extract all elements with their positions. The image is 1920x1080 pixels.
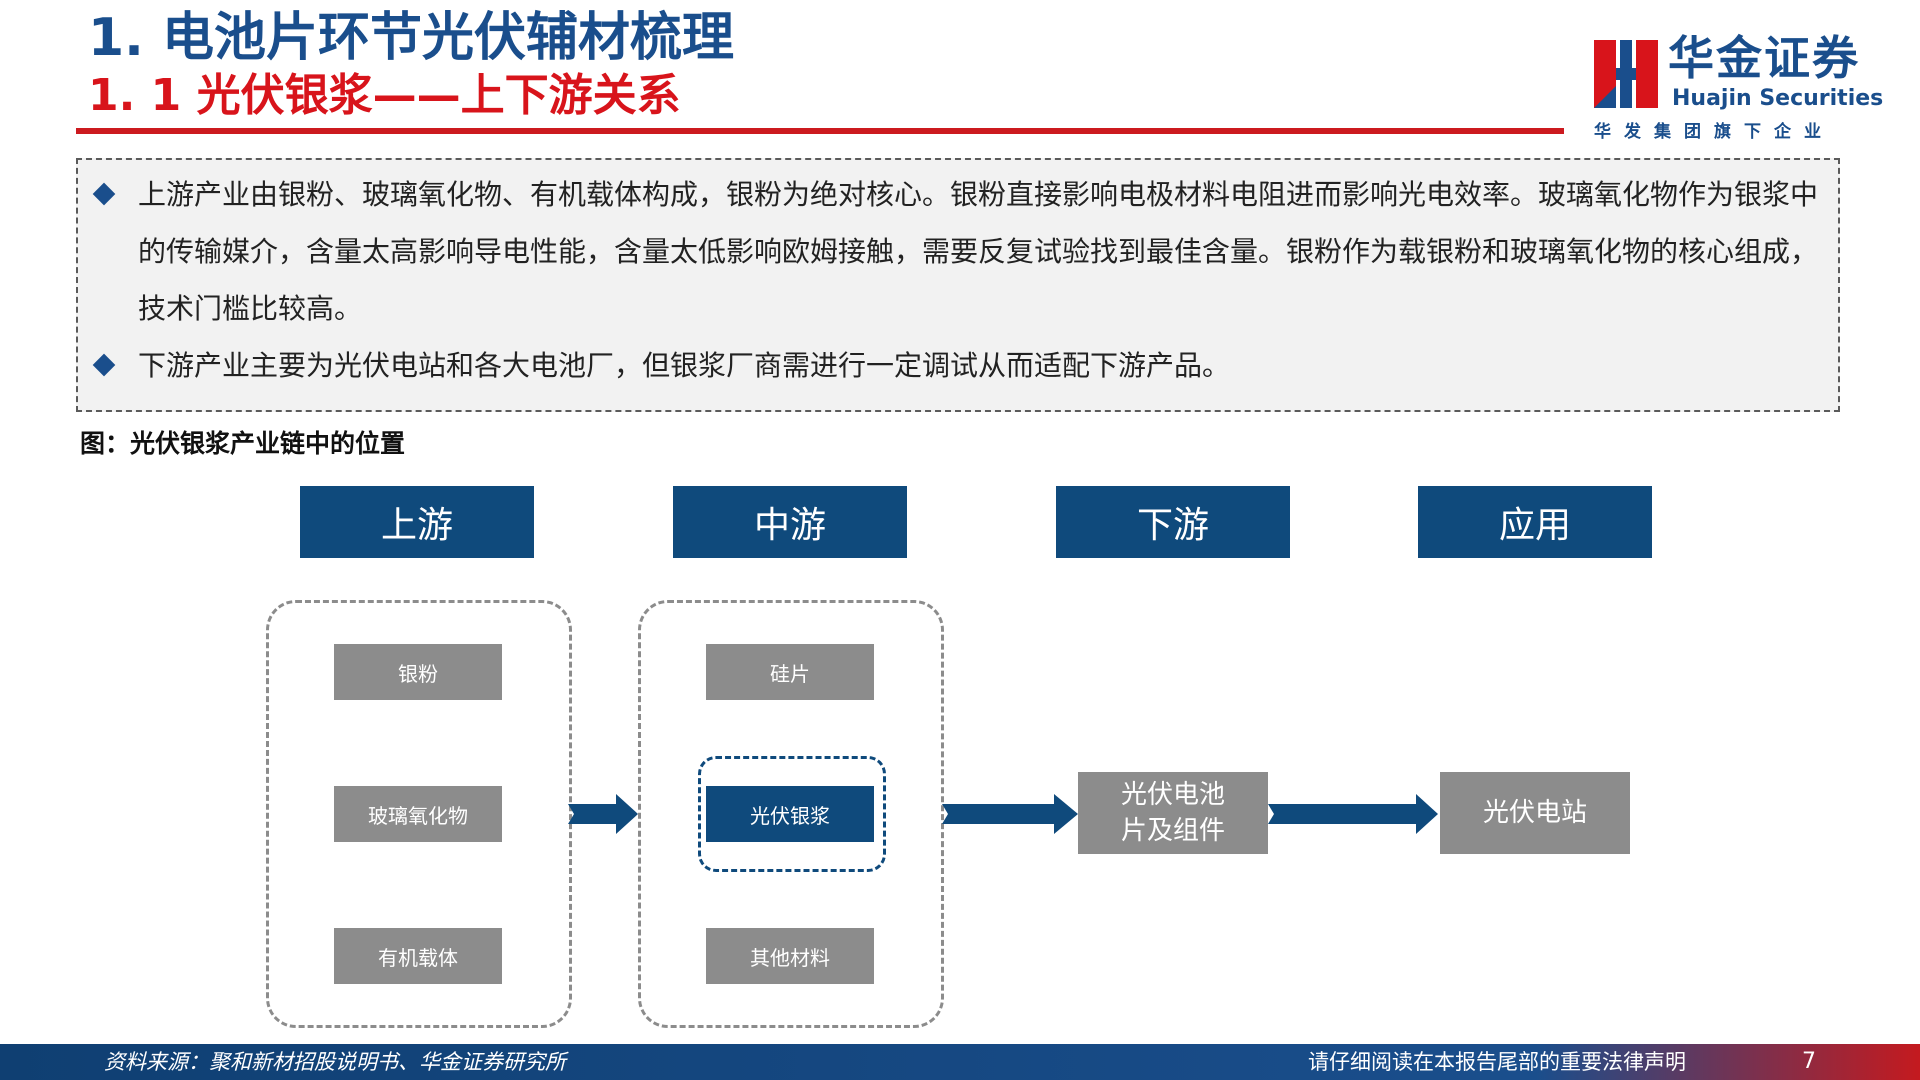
stage-application: 应用 bbox=[1418, 486, 1652, 558]
arrow-right-icon bbox=[942, 794, 1078, 834]
item-organic-carrier: 有机载体 bbox=[334, 928, 502, 984]
section-subtitle: 1. 1 光伏银浆——上下游关系 bbox=[88, 70, 681, 121]
logo-name-cn: 华金证券 bbox=[1668, 31, 1860, 85]
summary-bullet: 下游产业主要为光伏电站和各大电池厂，但银浆厂商需进行一定调试从而适配下游产品。 bbox=[92, 337, 1818, 394]
item-silver-powder: 银粉 bbox=[334, 644, 502, 700]
stage-upstream: 上游 bbox=[300, 486, 534, 558]
item-pv-cells-modules: 光伏电池 片及组件 bbox=[1078, 772, 1268, 854]
bullet-text: 上游产业由银粉、玻璃氧化物、有机载体构成，银粉为绝对核心。银粉直接影响电极材料电… bbox=[138, 178, 1819, 325]
logo-name-en: Huajin Securities bbox=[1672, 86, 1884, 111]
arrow-right-icon bbox=[568, 794, 638, 834]
item-other-materials: 其他材料 bbox=[706, 928, 874, 984]
summary-bullet: 上游产业由银粉、玻璃氧化物、有机载体构成，银粉为绝对核心。银粉直接影响电极材料电… bbox=[92, 166, 1819, 337]
page-title: 1. 电池片环节光伏辅材梳理 bbox=[88, 8, 735, 68]
item-pv-power-station: 光伏电站 bbox=[1440, 772, 1630, 854]
huajin-logo-icon bbox=[1594, 40, 1658, 108]
stage-downstream: 下游 bbox=[1056, 486, 1290, 558]
bullet-text: 下游产业主要为光伏电站和各大电池厂，但银浆厂商需进行一定调试从而适配下游产品。 bbox=[138, 349, 1231, 382]
figure-caption: 图：光伏银浆产业链中的位置 bbox=[80, 429, 406, 458]
stage-midstream: 中游 bbox=[673, 486, 907, 558]
item-silicon-wafer: 硅片 bbox=[706, 644, 874, 700]
logo-tagline: 华发集团旗下企业 bbox=[1594, 122, 1834, 142]
arrow-right-icon bbox=[1268, 794, 1438, 834]
page-number: 7 bbox=[1802, 1049, 1816, 1074]
upstream-group bbox=[266, 600, 572, 1028]
summary-box: 上游产业由银粉、玻璃氧化物、有机载体构成，银粉为绝对核心。银粉直接影响电极材料电… bbox=[76, 158, 1840, 412]
footer-bar bbox=[0, 1044, 1920, 1080]
title-divider bbox=[76, 128, 1564, 134]
footer-source: 资料来源：聚和新材招股说明书、华金证券研究所 bbox=[104, 1050, 566, 1074]
item-pv-silver-paste: 光伏银浆 bbox=[706, 786, 874, 842]
footer-disclaimer: 请仔细阅读在本报告尾部的重要法律声明 bbox=[1308, 1050, 1686, 1074]
highlight-frame bbox=[698, 756, 886, 872]
midstream-group bbox=[638, 600, 944, 1028]
item-glass-oxide: 玻璃氧化物 bbox=[334, 786, 502, 842]
